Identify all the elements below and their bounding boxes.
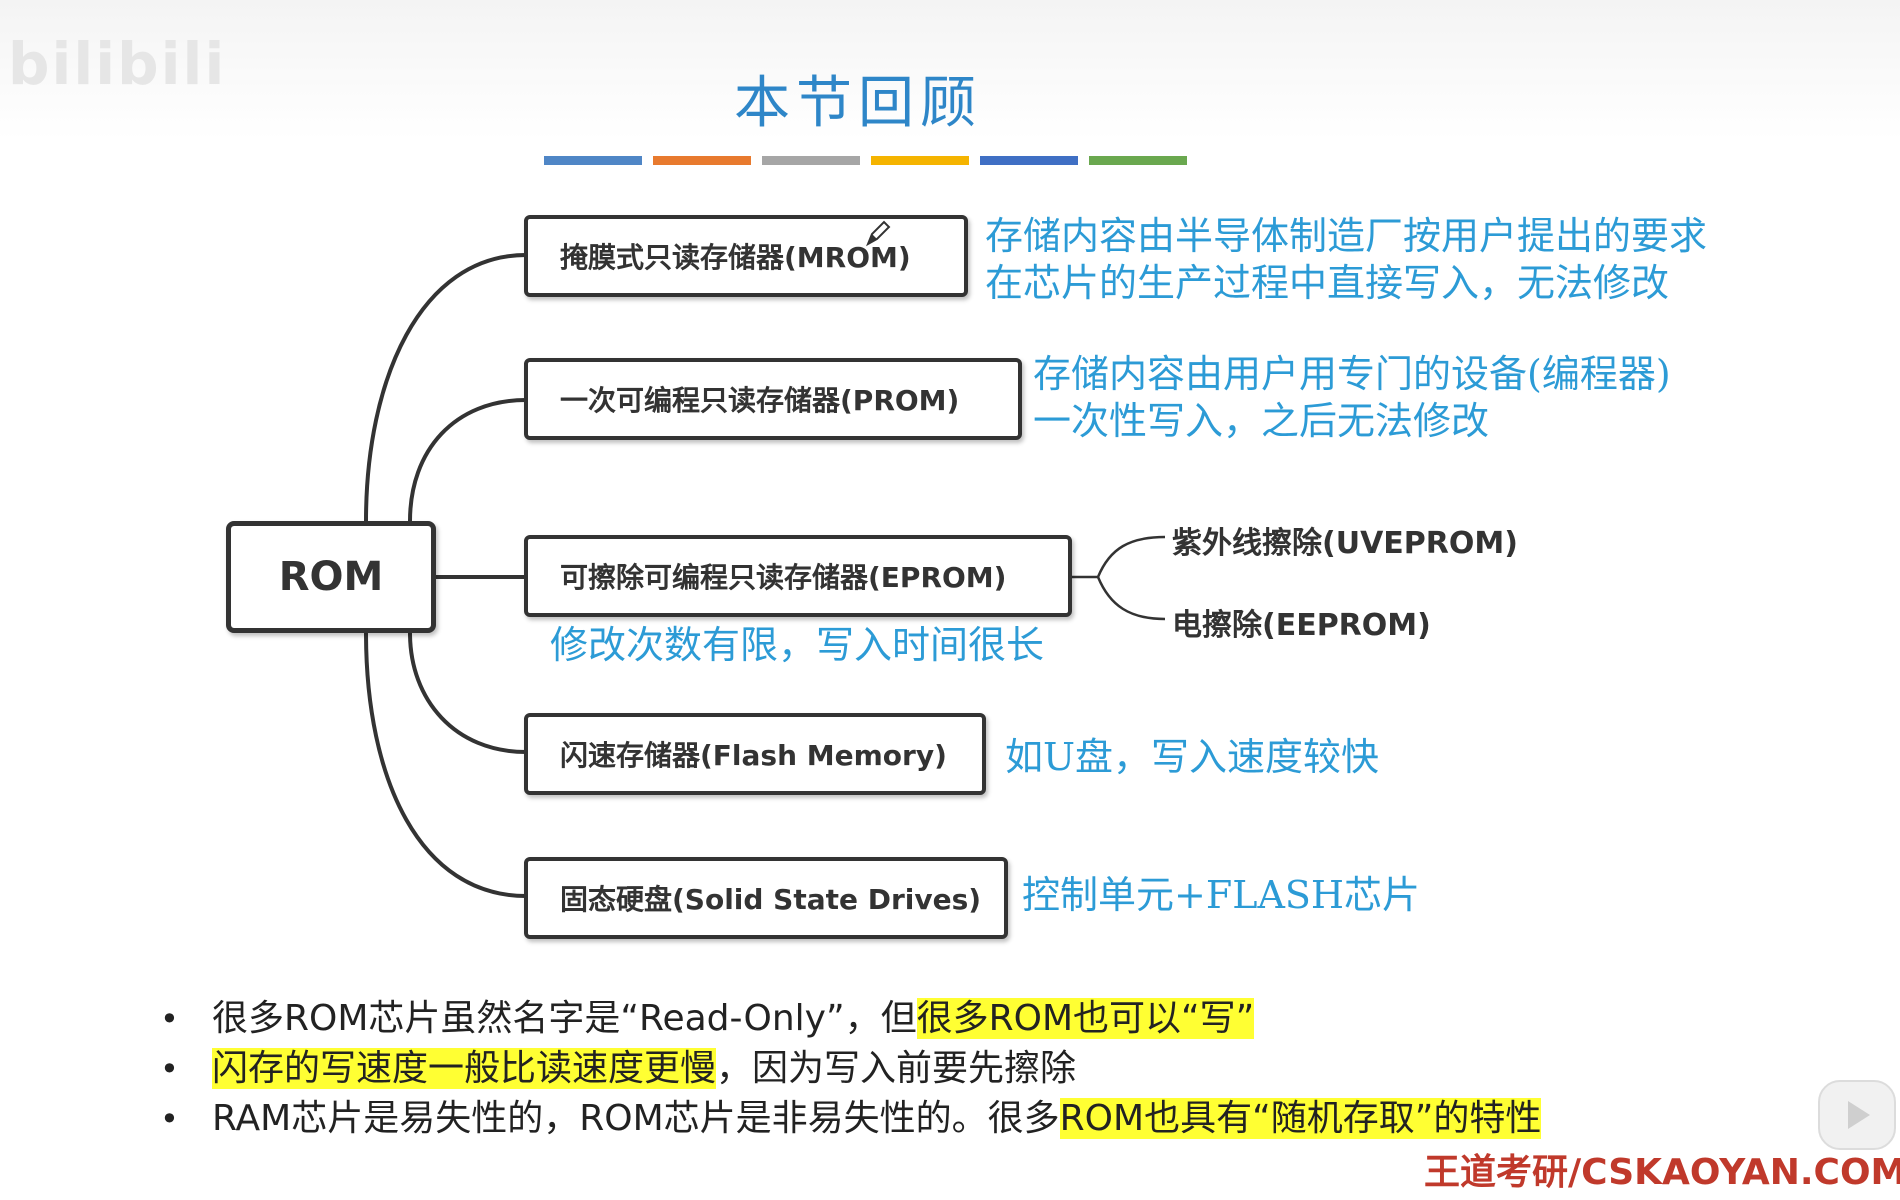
root-node-rom: ROM xyxy=(226,521,436,633)
play-button-icon[interactable] xyxy=(1818,1080,1896,1150)
connector-prom xyxy=(408,398,527,522)
bullet-dot: • xyxy=(160,1050,179,1088)
node-eprom: 可擦除可编程只读存储器(EPROM) xyxy=(524,535,1072,617)
bilibili-watermark: bilibili xyxy=(8,30,227,98)
top-shade xyxy=(0,0,1900,140)
bullet-list: • 很多ROM芯片虽然名字是“Read-Only”，但很多ROM也可以“写” • 闪… xyxy=(160,994,1542,1144)
bullet-highlight: ROM也具有“随机存取”的特性 xyxy=(1059,1098,1542,1139)
bullet-dot: • xyxy=(160,1100,179,1138)
connector-ssd xyxy=(364,632,527,898)
bullet-item-1: • 很多ROM芯片虽然名字是“Read-Only”，但很多ROM也可以“写” xyxy=(160,994,1541,1044)
sub-node-uveprom: 紫外线擦除(UVEPROM) xyxy=(1172,526,1518,561)
slide-title: 本节回顾 xyxy=(734,71,982,136)
note-prom-line1: 存储内容由用户用专门的设备(编程器) xyxy=(1033,352,1671,396)
connector-eeprom xyxy=(1096,576,1166,621)
node-ssd: 固态硬盘(Solid State Drives) xyxy=(524,857,1008,939)
bullet-item-3: • RAM芯片是易失性的，ROM芯片是非易失性的。很多ROM也具有“随机存取”的特… xyxy=(160,1094,1542,1144)
color-bar-6 xyxy=(1089,156,1187,165)
color-bar-3 xyxy=(762,156,860,165)
bullet-text-after: ，因为写入前要先擦除 xyxy=(716,1048,1077,1089)
bullet-text: RAM芯片是易失性的，ROM芯片是非易失性的。很多 xyxy=(212,1098,1060,1139)
sub-node-eeprom: 电擦除(EEPROM) xyxy=(1172,608,1431,643)
node-prom: 一次可编程只读存储器(PROM) xyxy=(524,358,1022,440)
note-flash: 如U盘，写入速度较快 xyxy=(1005,735,1380,779)
color-bar-2 xyxy=(653,156,751,165)
node-mrom: 掩膜式只读存储器(MROM) xyxy=(524,215,968,297)
bullet-dot: • xyxy=(160,1000,179,1038)
bullet-highlight: 很多ROM也可以“写” xyxy=(916,998,1255,1039)
note-prom-line2: 一次性写入，之后无法修改 xyxy=(1033,399,1490,443)
note-ssd: 控制单元+FLASH芯片 xyxy=(1022,873,1421,917)
connector-flash xyxy=(408,632,527,754)
color-bar-1 xyxy=(544,156,642,165)
note-mrom-line1: 存储内容由半导体制造厂按用户提出的要求 xyxy=(985,214,1708,258)
note-eprom: 修改次数有限，写入时间很长 xyxy=(550,623,1045,667)
node-flash: 闪速存储器(Flash Memory) xyxy=(524,713,986,795)
color-bar-5 xyxy=(980,156,1078,165)
bullet-text: 很多ROM芯片虽然名字是“Read-Only”，但 xyxy=(212,998,917,1039)
note-mrom-line2: 在芯片的生产过程中直接写入，无法修改 xyxy=(985,261,1670,305)
color-bar-4 xyxy=(871,156,969,165)
connector-uveprom xyxy=(1096,535,1166,578)
bullet-item-2: • 闪存的写速度一般比读速度更慢，因为写入前要先擦除 xyxy=(160,1044,1541,1094)
footer-brand: 王道考研/CSKAOYAN.COM xyxy=(1424,1152,1900,1193)
bullet-highlight: 闪存的写速度一般比读速度更慢 xyxy=(212,1048,717,1089)
pencil-icon xyxy=(866,220,891,247)
connector-mrom xyxy=(364,253,527,522)
